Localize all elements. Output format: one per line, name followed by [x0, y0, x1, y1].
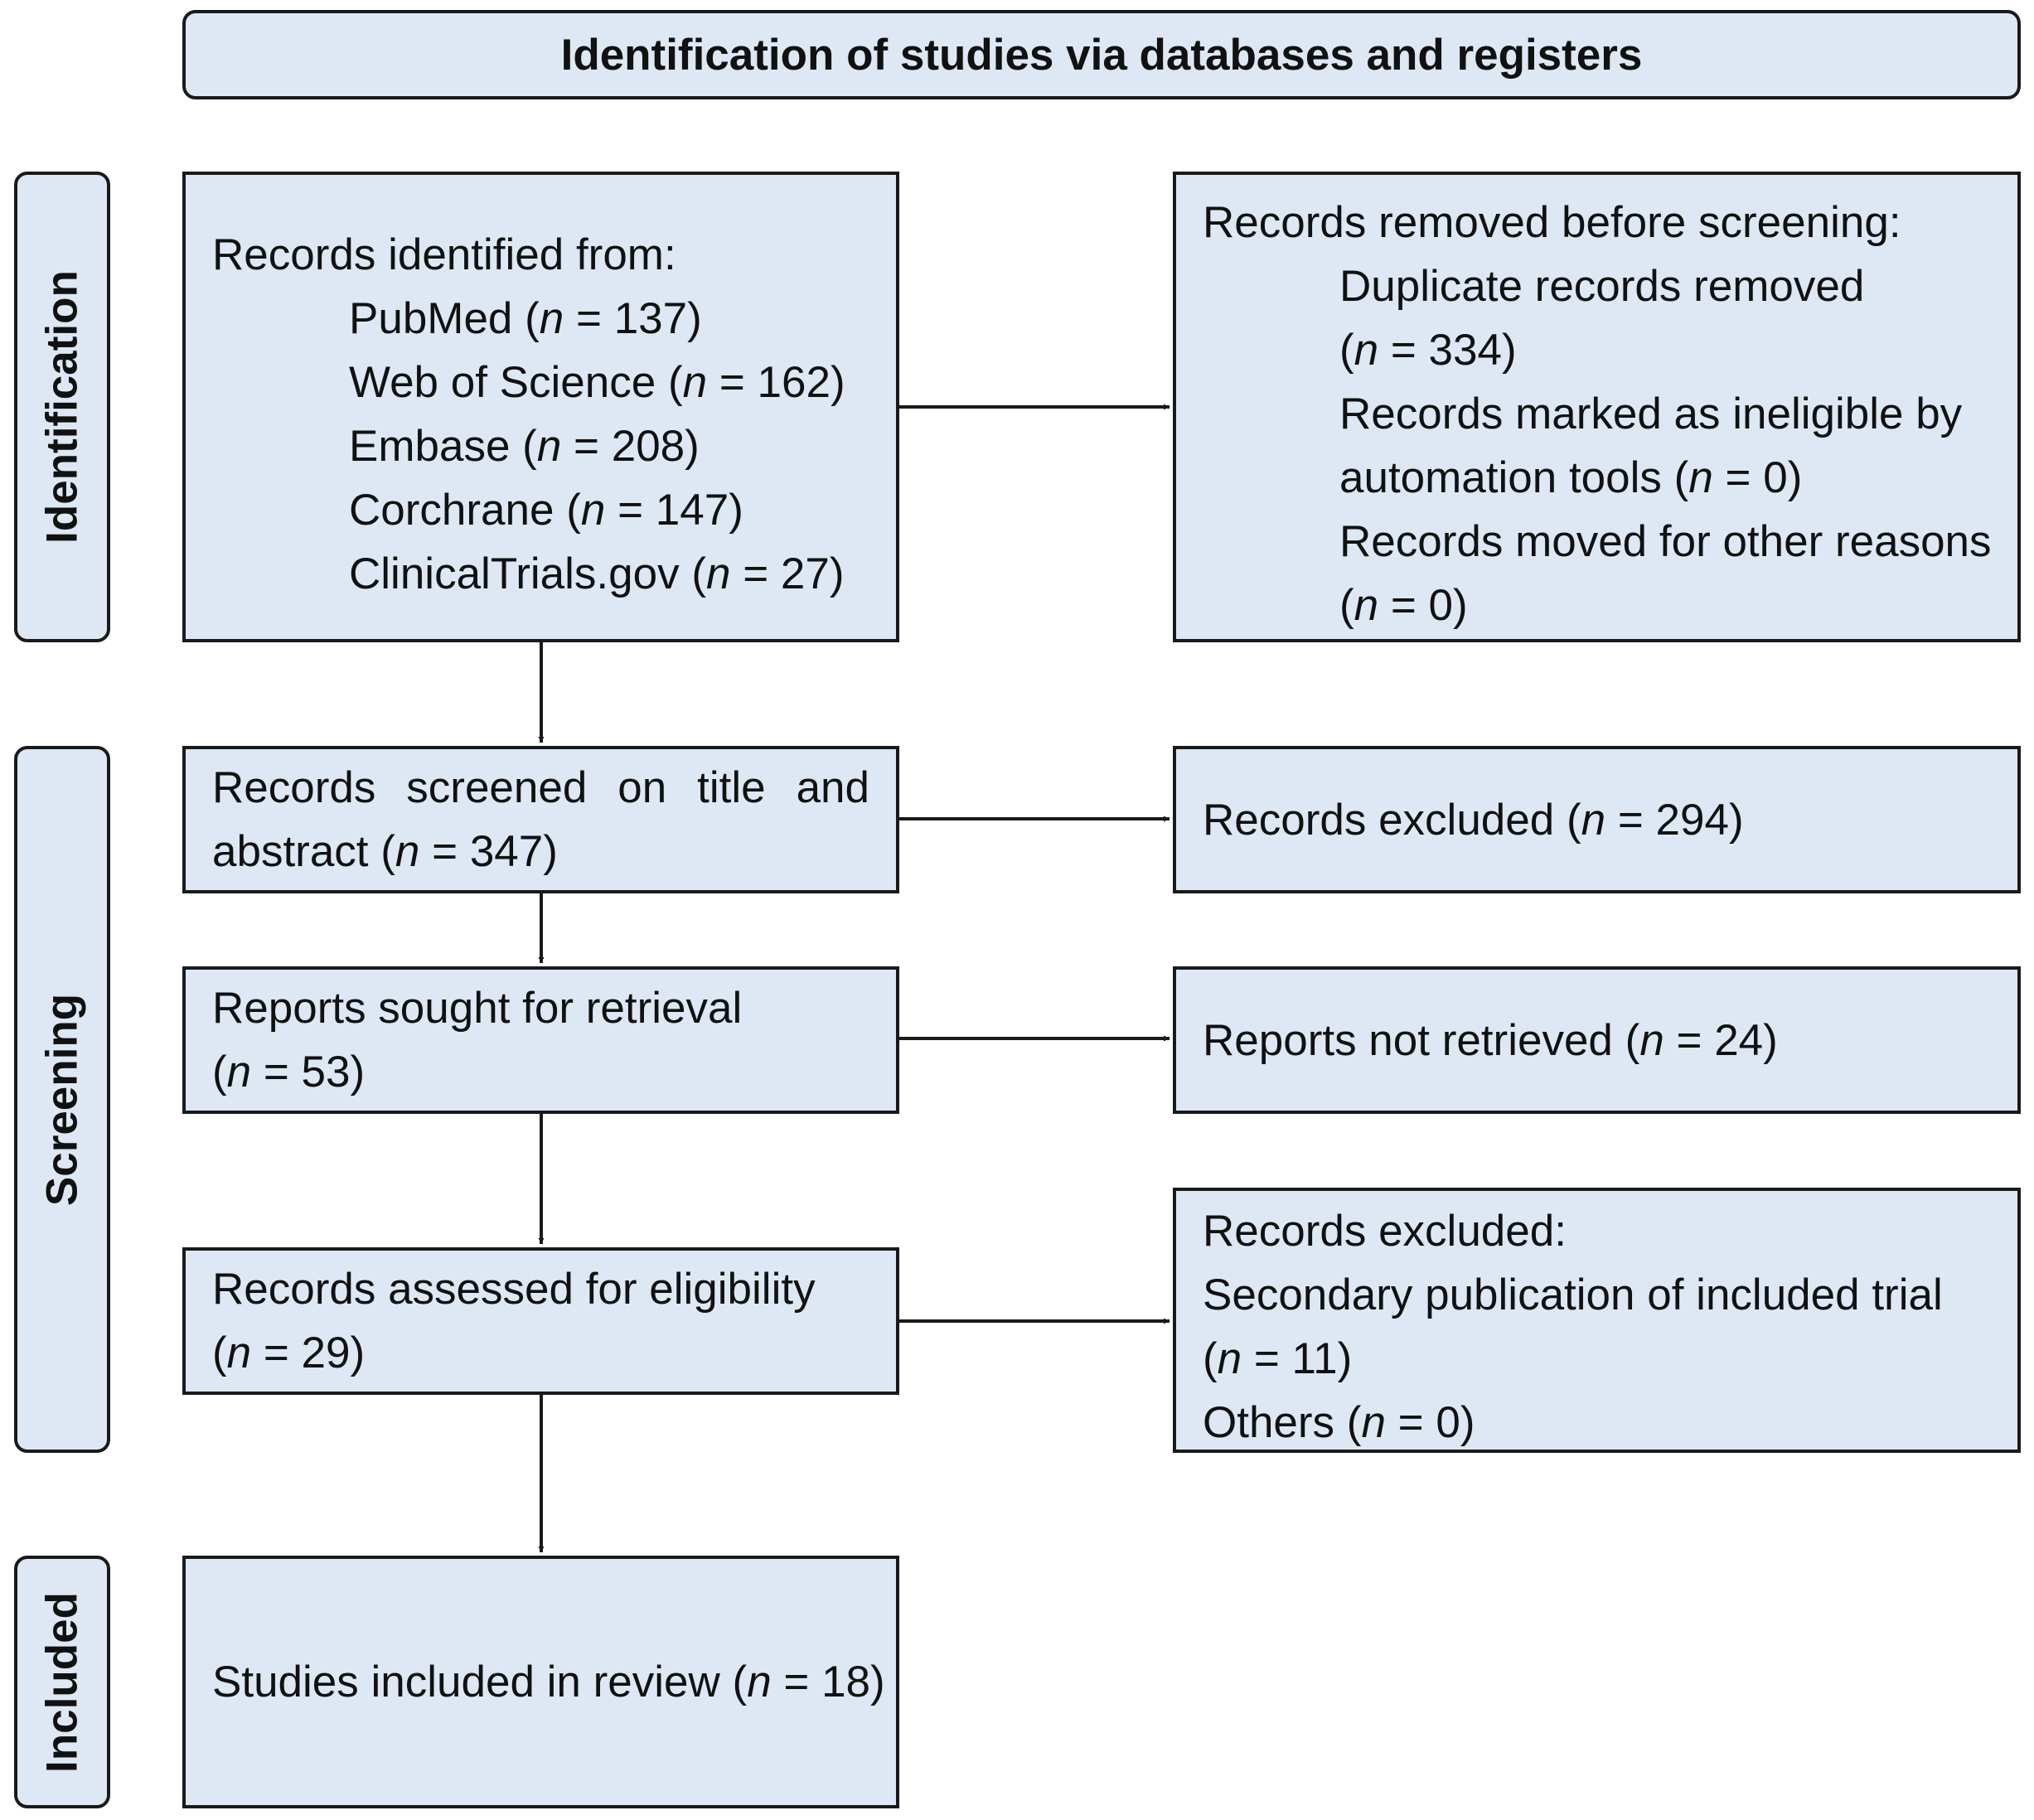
phase-included: Included: [14, 1556, 110, 1808]
source-corchrane: Corchrane (n = 147): [349, 486, 743, 535]
duplicate-label: Duplicate records removed: [1339, 262, 1865, 311]
records-excluded-box: Records excluded (n = 294): [1173, 746, 2021, 893]
secondary-publication-count: (n = 11): [1203, 1334, 1353, 1383]
records-identified-box: Records identified from: PubMed (n = 137…: [182, 172, 899, 642]
records-removed-title: Records removed before screening:: [1203, 198, 1901, 247]
header-box: Identification of studies via databases …: [182, 10, 2021, 99]
phase-identification: Identification: [14, 172, 110, 642]
records-removed-box: Records removed before screening: Duplic…: [1173, 172, 2021, 642]
ineligible-label: Records marked as ineligible by: [1339, 390, 1963, 438]
records-excluded-reasons-box: Records excluded: Secondary publication …: [1173, 1188, 2021, 1453]
other-count: (n = 0): [1339, 581, 1468, 630]
records-assessed-box: Records assessed for eligibility (n = 29…: [182, 1247, 899, 1395]
reports-not-retrieved-box: Reports not retrieved (n = 24): [1173, 966, 2021, 1114]
other-label: Records moved for other reasons: [1339, 517, 1992, 566]
records-screened-count: abstract (n = 347): [212, 827, 558, 876]
phase-screening: Screening: [14, 746, 110, 1453]
secondary-publication-label: Secondary publication of included trial: [1203, 1271, 1943, 1319]
records-screened-label: Records screened on title and: [212, 763, 869, 812]
source-pubmed: PubMed (n = 137): [349, 294, 702, 343]
studies-included-count: Studies included in review (n = 18): [212, 1658, 885, 1706]
records-assessed-count: (n = 29): [212, 1329, 366, 1377]
duplicate-count: (n = 334): [1339, 326, 1517, 375]
source-clinicaltrials: ClinicalTrials.gov (n = 27): [349, 549, 845, 598]
records-assessed-label: Records assessed for eligibility: [212, 1265, 816, 1314]
reports-sought-label: Reports sought for retrieval: [212, 984, 743, 1033]
source-embase: Embase (n = 208): [349, 422, 700, 471]
header-title: Identification of studies via databases …: [560, 30, 1643, 80]
records-screened-box: Records screened on title and abstract (…: [182, 746, 899, 893]
reports-not-retrieved-count: Reports not retrieved (n = 24): [1203, 1015, 1778, 1065]
ineligible-count: automation tools (n = 0): [1339, 453, 1803, 502]
studies-included-box: Studies included in review (n = 18): [182, 1556, 899, 1808]
records-identified-title: Records identified from:: [212, 230, 676, 279]
others-count: Others (n = 0): [1203, 1398, 1475, 1447]
source-web-of-science: Web of Science (n = 162): [349, 358, 845, 407]
records-excluded-reasons-title: Records excluded:: [1203, 1207, 1567, 1256]
records-excluded-count: Records excluded (n = 294): [1203, 795, 1744, 845]
reports-sought-box: Reports sought for retrieval (n = 53): [182, 966, 899, 1114]
reports-sought-count: (n = 53): [212, 1048, 366, 1096]
